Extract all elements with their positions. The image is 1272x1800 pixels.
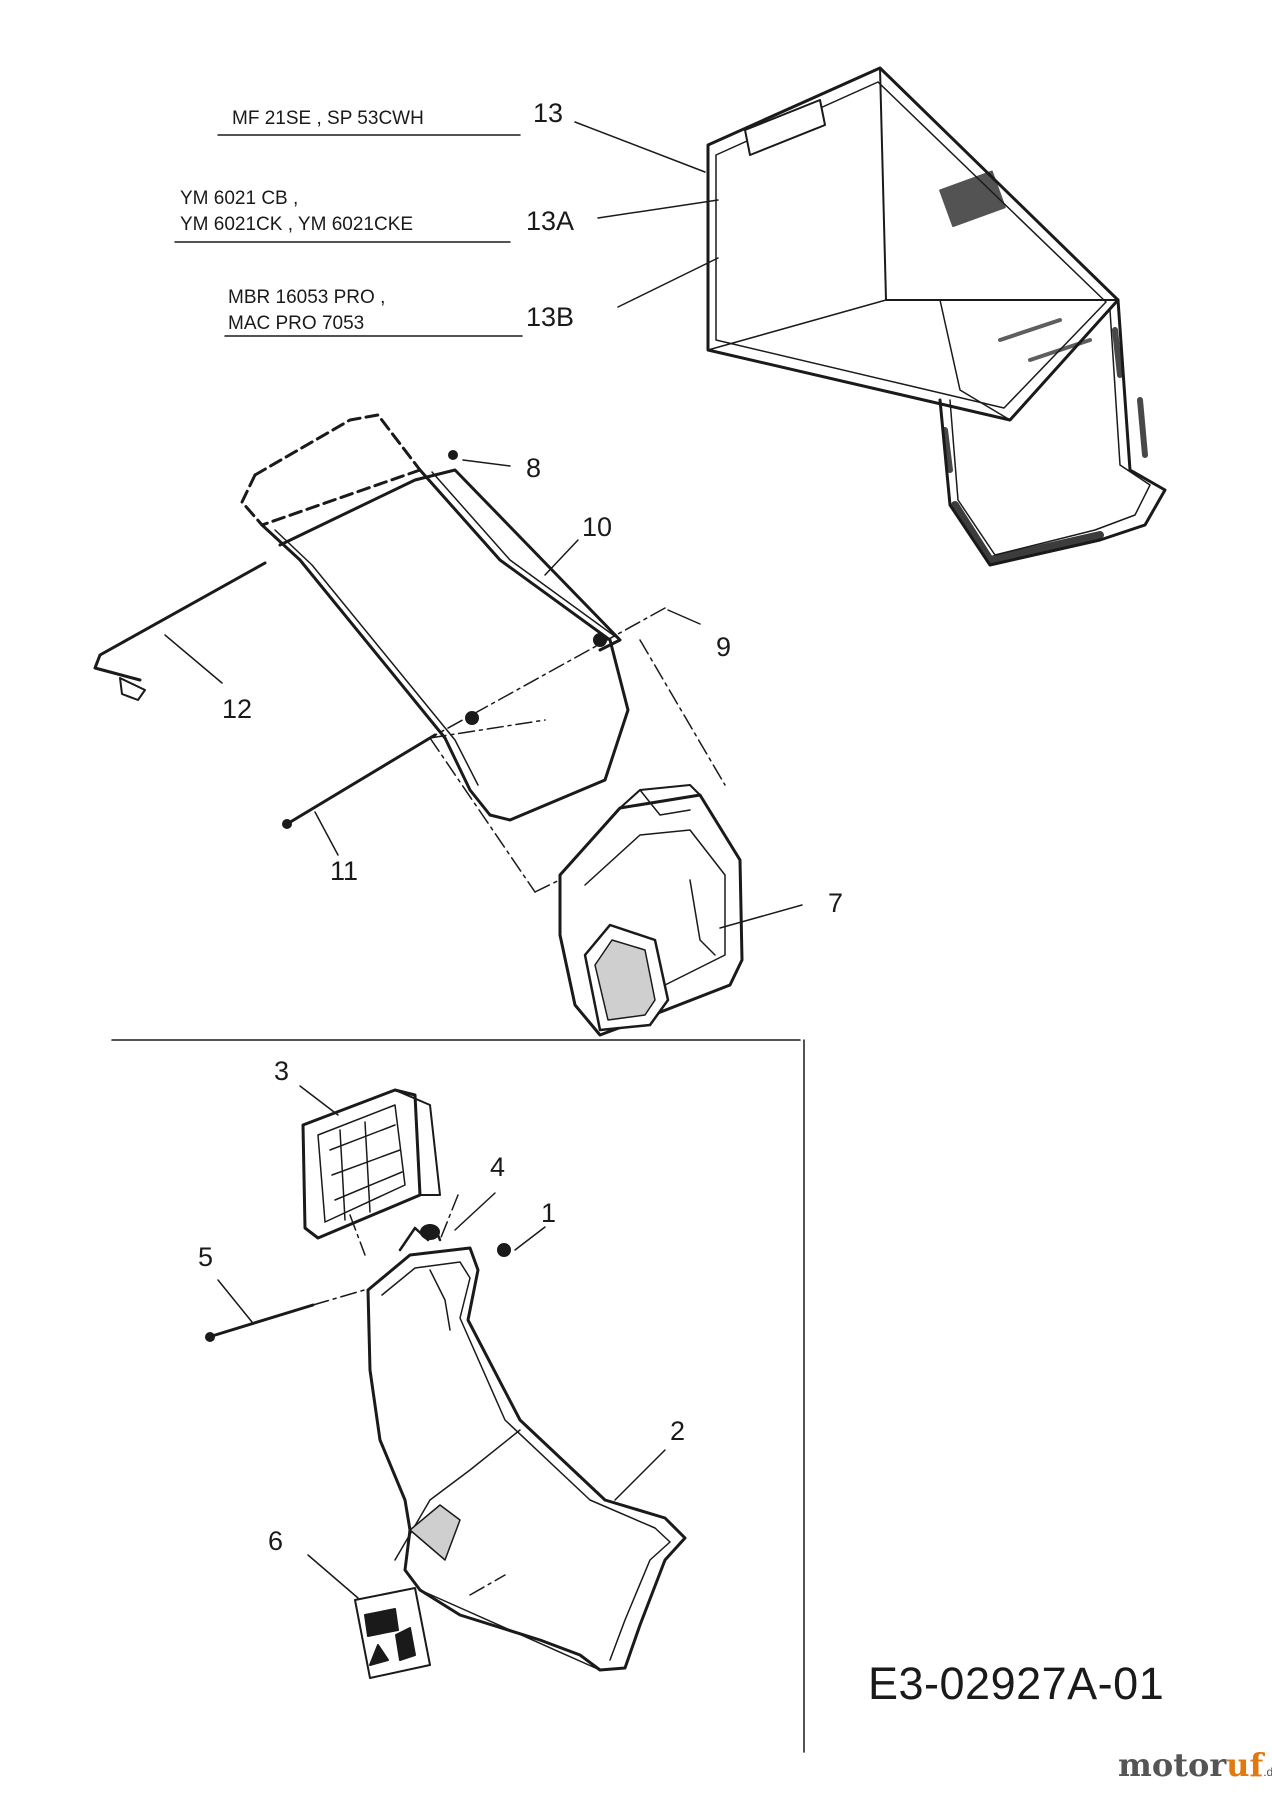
model-label-13b-line2: MAC PRO 7053 — [228, 313, 365, 334]
callout-11: 11 — [330, 856, 359, 886]
callout-13: 13 — [533, 98, 564, 128]
model-label-13: MF 21SE , SP 53CWH — [232, 106, 424, 132]
brand-part2: uf — [1226, 1746, 1264, 1784]
discharge-chute — [366, 1246, 687, 1672]
model-label-13a: YM 6021 CB , YM 6021CK , YM 6021CKE — [180, 186, 413, 238]
callout-12: 12 — [222, 694, 253, 724]
callout-9: 9 — [716, 632, 732, 662]
model-label-13b-line1: MBR 16053 PRO , — [228, 287, 386, 308]
grass-catcher-bag — [706, 66, 1167, 567]
callout-1: 1 — [541, 1198, 557, 1228]
mulch-plug — [301, 1088, 441, 1240]
document-code: E3-02927A-01 — [868, 1658, 1165, 1709]
cable-rod — [93, 561, 267, 701]
callout-13b: 13B — [526, 302, 575, 332]
warning-decal — [354, 1587, 431, 1679]
callout-7: 7 — [828, 888, 844, 918]
callout-5: 5 — [198, 1242, 214, 1272]
callout-13a: 13A — [526, 206, 575, 236]
model-label-13a-line2: YM 6021CK , YM 6021CKE — [180, 214, 414, 235]
model-label-13b: MBR 16053 PRO , MAC PRO 7053 — [228, 285, 385, 337]
rear-flap-assembly — [558, 784, 744, 1037]
callout-8: 8 — [526, 453, 542, 483]
upper-handle — [240, 413, 630, 822]
callout-4: 4 — [490, 1152, 506, 1182]
callout-3: 3 — [274, 1056, 290, 1086]
callout-6: 6 — [268, 1526, 284, 1556]
brand-watermark: motoruf.de — [1118, 1746, 1272, 1784]
spring-and-screw — [398, 1224, 511, 1257]
callout-2: 2 — [670, 1416, 686, 1446]
leader-lines — [164, 121, 803, 1599]
model-label-13a-line1: YM 6021 CB , — [180, 188, 299, 209]
brand-part3: .de — [1263, 1765, 1272, 1779]
model-label-13-line1: MF 21SE , SP 53CWH — [232, 108, 424, 129]
hinge-rod — [282, 733, 437, 829]
callout-10: 10 — [582, 512, 613, 542]
section-divider — [111, 1039, 805, 1753]
brand-part1: motor — [1118, 1746, 1227, 1784]
